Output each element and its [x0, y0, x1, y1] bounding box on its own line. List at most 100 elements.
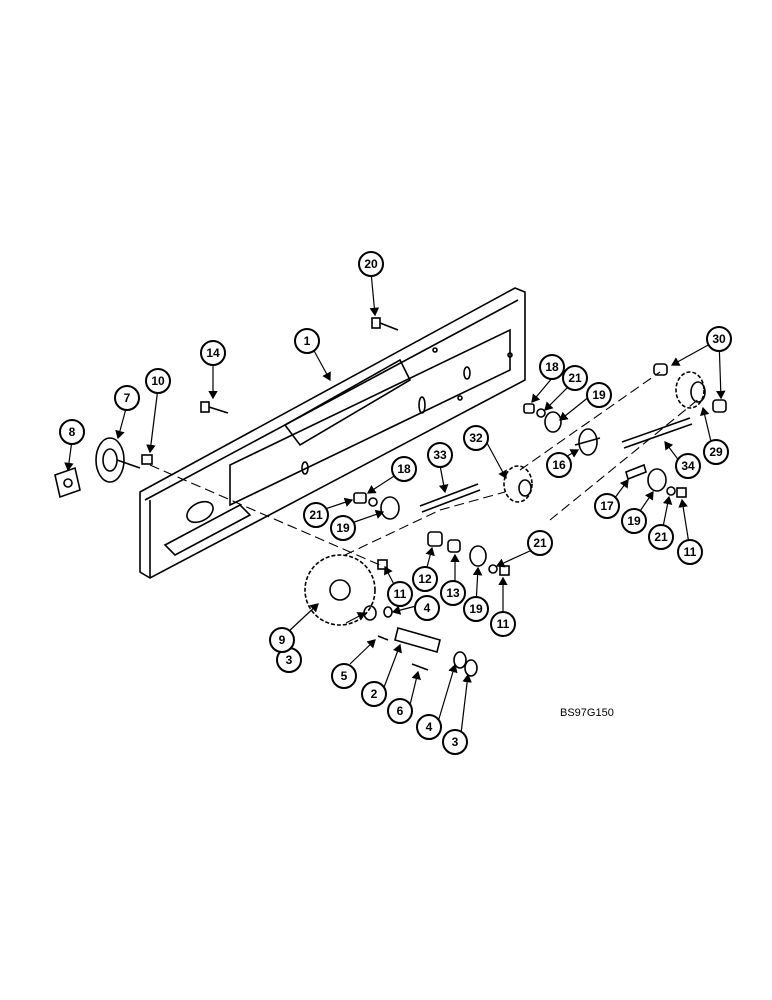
chain-34 [621, 417, 693, 449]
svg-text:4: 4 [426, 720, 433, 734]
svg-text:1: 1 [304, 334, 311, 348]
frame-part [139, 287, 526, 579]
svg-text:11: 11 [394, 587, 407, 601]
washer-4-lower [453, 651, 467, 669]
svg-text:7: 7 [124, 391, 131, 405]
svg-text:3: 3 [286, 653, 293, 667]
svg-text:5: 5 [341, 669, 348, 683]
callout-19-c: 19 [586, 382, 612, 408]
svg-text:21: 21 [568, 371, 582, 385]
svg-text:21: 21 [533, 536, 547, 550]
callout-19-a: 19 [330, 515, 356, 541]
nut-11-right [676, 487, 687, 498]
svg-text:30: 30 [712, 332, 726, 346]
svg-text:34: 34 [681, 459, 695, 473]
svg-text:17: 17 [600, 499, 614, 513]
roller-16 [574, 428, 601, 456]
callout-3-b: 3 [442, 729, 468, 755]
bolt-14 [200, 401, 229, 414]
svg-text:19: 19 [336, 521, 350, 535]
drawing-code: BS97G150 [560, 707, 614, 719]
svg-text:19: 19 [627, 514, 641, 528]
callout-8: 8 [59, 419, 85, 445]
callout-9: 9 [269, 627, 295, 653]
callout-11-c: 11 [677, 539, 703, 565]
svg-text:12: 12 [418, 572, 432, 586]
callout-20: 20 [358, 251, 384, 277]
spacer-13 [447, 539, 461, 553]
svg-text:19: 19 [469, 602, 483, 616]
callout-30: 30 [706, 326, 732, 352]
callout-21-a: 21 [303, 502, 329, 528]
sprocket-29 [675, 371, 706, 409]
svg-text:33: 33 [433, 448, 447, 462]
washer-21-mid [488, 564, 498, 574]
svg-text:6: 6 [397, 704, 404, 718]
shaft-2 [394, 627, 441, 653]
callout-4-b: 4 [416, 714, 442, 740]
svg-text:32: 32 [469, 431, 483, 445]
collar-18-right [523, 403, 535, 414]
washer-3-lower [464, 659, 478, 677]
washer-19-mid [469, 545, 487, 567]
svg-text:16: 16 [552, 458, 566, 472]
key-6 [411, 663, 429, 671]
washer-19-upper-right [544, 411, 562, 433]
svg-text:14: 14 [206, 346, 220, 360]
svg-text:8: 8 [69, 425, 76, 439]
bushing-30-a [653, 363, 668, 376]
pin-5 [377, 635, 389, 641]
callout-34: 34 [675, 453, 701, 479]
callout-32: 32 [463, 425, 489, 451]
callout-16: 16 [546, 452, 572, 478]
bushing-30-b [712, 399, 727, 413]
washer-19-left [380, 496, 400, 520]
svg-text:29: 29 [709, 445, 723, 459]
washer-21-left [368, 497, 378, 507]
callout-13: 13 [440, 580, 466, 606]
svg-text:18: 18 [397, 462, 411, 476]
washer-19-right [647, 468, 667, 492]
chain-33 [419, 483, 481, 513]
callout-4-a: 4 [414, 595, 440, 621]
callout-2: 2 [361, 681, 387, 707]
callout-1: 1 [294, 328, 320, 354]
spacer-12 [427, 531, 443, 547]
svg-text:4: 4 [424, 601, 431, 615]
bolt-20 [371, 317, 399, 331]
bracket-8 [54, 466, 81, 499]
svg-text:13: 13 [446, 586, 460, 600]
svg-text:18: 18 [545, 360, 559, 374]
callout-19-d: 19 [621, 508, 647, 534]
nut-10 [141, 454, 153, 465]
sprocket-32 [503, 465, 533, 503]
nut-11-mid [499, 565, 510, 576]
callout-11-a: 11 [387, 581, 413, 607]
svg-text:9: 9 [279, 633, 286, 647]
svg-text:11: 11 [497, 617, 510, 631]
collar-18-left [353, 492, 367, 504]
svg-text:19: 19 [592, 388, 606, 402]
callout-10: 10 [145, 368, 171, 394]
svg-text:11: 11 [684, 545, 697, 559]
sprocket-7 [95, 437, 141, 483]
sprocket-9 [304, 554, 376, 626]
callout-17: 17 [594, 493, 620, 519]
svg-text:21: 21 [309, 508, 323, 522]
svg-text:20: 20 [364, 257, 378, 271]
washer-21-right [666, 486, 676, 496]
svg-text:2: 2 [371, 687, 378, 701]
callout-33: 33 [427, 442, 453, 468]
callout-21-b: 21 [527, 530, 553, 556]
callout-7: 7 [114, 385, 140, 411]
callout-11-b: 11 [490, 611, 516, 637]
spacer-17 [625, 463, 647, 481]
callout-14: 14 [200, 340, 226, 366]
washer-4-upper [383, 606, 393, 618]
callout-21-c: 21 [562, 365, 588, 391]
callout-6: 6 [387, 698, 413, 724]
svg-text:3: 3 [452, 735, 459, 749]
callout-12: 12 [412, 566, 438, 592]
callout-29: 29 [703, 439, 729, 465]
